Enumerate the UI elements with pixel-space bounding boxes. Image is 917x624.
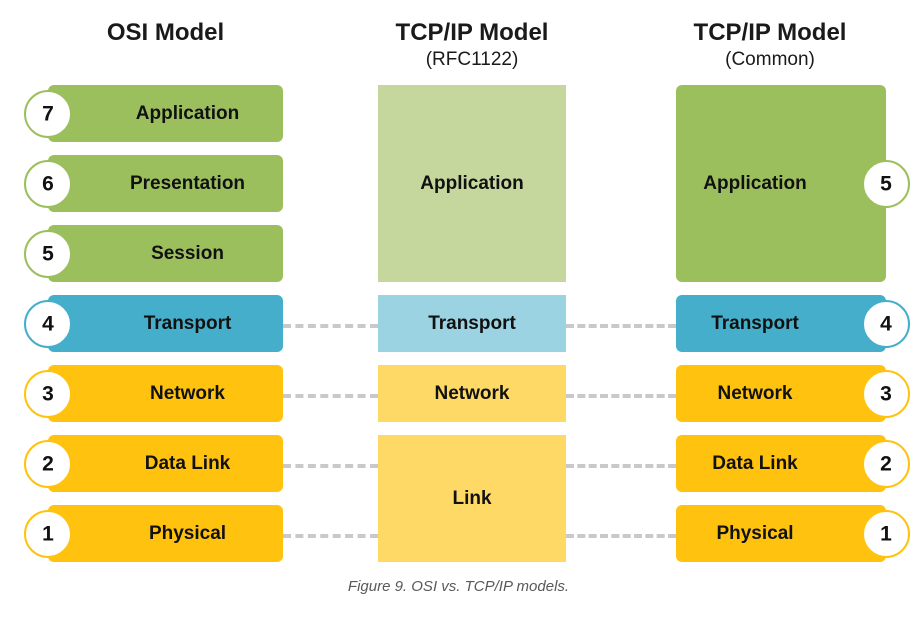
figure-caption: Figure 9. OSI vs. TCP/IP models. [347, 578, 570, 595]
column-heading-osi: OSI Model [48, 18, 283, 48]
layer-label: Link [452, 487, 492, 509]
layer-tcpip-rfc1122-link[interactable]: Link [378, 435, 566, 562]
layer-label: Data Link [144, 452, 231, 474]
connector-physical-right [566, 533, 676, 538]
layer-label: Application [135, 102, 240, 124]
layer-number-badge: 4 [24, 299, 72, 348]
layer-tcpip-rfc1122-transport[interactable]: Transport [378, 295, 566, 352]
layer-number: 5 [42, 242, 54, 265]
layer-osi-transport[interactable]: Transport 4 [24, 295, 283, 352]
layer-label: Network [150, 382, 225, 404]
layer-number-badge: 6 [24, 159, 72, 208]
layer-number: 5 [880, 172, 892, 195]
rfc1122-title: TCP/IP Model [395, 19, 549, 46]
layer-number: 1 [42, 522, 54, 545]
layer-tcpip-common-application[interactable]: Application 5 [676, 85, 910, 282]
layer-number-badge: 2 [862, 439, 910, 488]
layer-label: Network [434, 382, 510, 404]
layer-label: Session [151, 242, 224, 264]
layer-number: 3 [880, 382, 892, 405]
layer-osi-session[interactable]: Session 5 [24, 225, 283, 282]
layer-number-badge: 4 [862, 299, 910, 348]
layer-number: 2 [880, 452, 892, 475]
layer-tcpip-common-network[interactable]: Network 3 [676, 365, 910, 422]
layer-number: 4 [880, 312, 892, 335]
connector-network-left [283, 393, 378, 398]
layer-number: 3 [42, 382, 54, 405]
layer-number-badge: 7 [24, 89, 72, 138]
column-heading-rfc1122: TCP/IP Model (RFC1122) [348, 18, 596, 72]
layer-number: 4 [42, 312, 54, 335]
layer-osi-application[interactable]: Application 7 [24, 85, 283, 142]
column-heading-common: TCP/IP Model (Common) [646, 18, 894, 72]
layer-number-badge: 5 [24, 229, 72, 278]
layer-number: 2 [42, 452, 54, 475]
layer-osi-network[interactable]: Network 3 [24, 365, 283, 422]
layer-label: Physical [716, 522, 794, 544]
layer-number-badge: 3 [862, 369, 910, 418]
connector-data-link-right [566, 463, 676, 468]
layer-label: Transport [143, 312, 232, 334]
layer-tcpip-rfc1122-application[interactable]: Application [378, 85, 566, 282]
layer-label: Network [717, 382, 793, 404]
layer-number: 7 [42, 102, 54, 125]
layer-osi-data-link[interactable]: Data Link 2 [24, 435, 283, 492]
layer-number: 6 [42, 172, 54, 195]
layer-osi-presentation[interactable]: Presentation 6 [24, 155, 283, 212]
layer-number: 1 [880, 522, 892, 545]
layer-number-badge: 1 [24, 509, 72, 558]
common-title: TCP/IP Model [693, 19, 847, 46]
connector-transport-left [283, 323, 378, 328]
layer-number-badge: 1 [862, 509, 910, 558]
osi-title: OSI Model [106, 19, 225, 46]
layer-tcpip-common-data-link[interactable]: Data Link 2 [676, 435, 910, 492]
layer-label: Transport [428, 312, 516, 334]
common-subtitle: (Common) [725, 49, 815, 70]
layer-label: Presentation [129, 172, 246, 194]
connector-transport-right [566, 323, 676, 328]
connector-data-link-left [283, 463, 378, 468]
layer-label: Data Link [712, 452, 798, 474]
layer-tcpip-common-physical[interactable]: Physical 1 [676, 505, 910, 562]
layer-tcpip-common-transport[interactable]: Transport 4 [676, 295, 910, 352]
layer-number-badge: 2 [24, 439, 72, 488]
connector-physical-left [283, 533, 378, 538]
layer-tcpip-rfc1122-network[interactable]: Network [378, 365, 566, 422]
layer-label: Physical [148, 522, 227, 544]
rfc1122-subtitle: (RFC1122) [425, 49, 519, 70]
layer-number-badge: 3 [24, 369, 72, 418]
layer-label: Application [703, 172, 807, 194]
layer-label: Application [420, 172, 524, 194]
layer-number-badge: 5 [862, 159, 910, 208]
connector-network-right [566, 393, 676, 398]
layer-label: Transport [711, 312, 799, 334]
layer-osi-physical[interactable]: Physical 1 [24, 505, 283, 562]
